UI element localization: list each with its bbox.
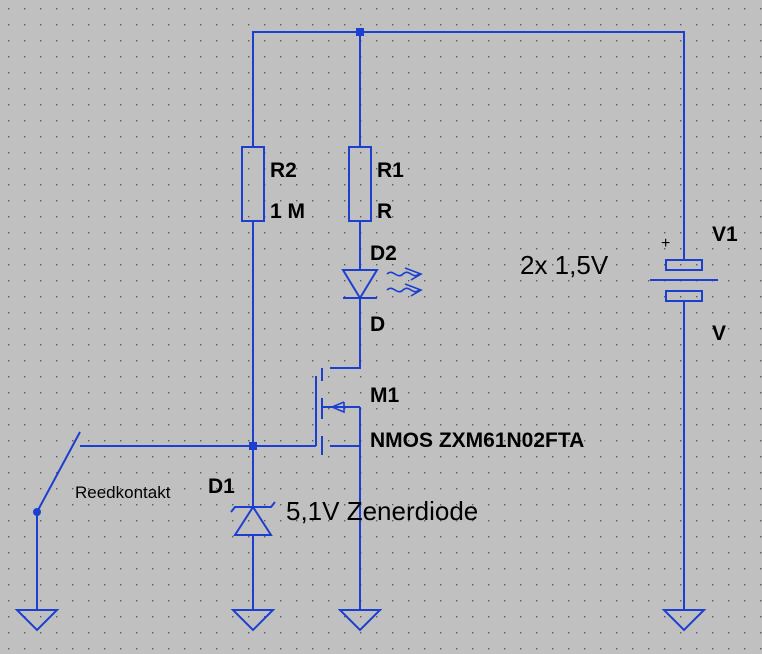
- d2-ref-label: D2: [370, 242, 397, 265]
- d1-ref-label: D1: [208, 475, 235, 498]
- v1-comment-label: 2x 1,5V: [520, 250, 609, 280]
- light-emission-icon: [386, 267, 423, 297]
- battery-v1[interactable]: [650, 240, 718, 305]
- junction-dot-icon: [356, 28, 364, 36]
- ground-icon: [14, 609, 60, 632]
- ground-icon: [337, 609, 383, 632]
- r2-ref-label: R2: [270, 159, 297, 182]
- r1-ref-label: R1: [377, 159, 404, 182]
- reed-switch-label: Reedkontakt: [75, 483, 171, 502]
- ground-icon: [661, 609, 707, 632]
- d1-value-label: 5,1V Zenerdiode: [286, 496, 478, 526]
- ground-icon: [230, 609, 276, 632]
- wire-network: [36, 31, 685, 610]
- zener-diode-d1[interactable]: [230, 501, 276, 536]
- resistor-r1[interactable]: [348, 146, 372, 222]
- junction-dot-icon: [249, 442, 257, 450]
- r2-value-label: 1 M: [270, 200, 305, 223]
- d2-value-label: D: [370, 313, 385, 336]
- battery-plus-sign: +: [661, 235, 670, 252]
- v1-ref-label: V1: [712, 223, 738, 246]
- r1-value-label: R: [377, 200, 392, 223]
- m1-ref-label: M1: [370, 384, 399, 407]
- v1-value-label: V: [712, 322, 726, 345]
- m1-value-label: NMOS ZXM61N02FTA: [370, 429, 584, 452]
- resistor-r2[interactable]: [241, 146, 265, 222]
- reed-switch[interactable]: [33, 431, 81, 516]
- nmos-m1[interactable]: [315, 368, 360, 455]
- led-d2[interactable]: [341, 269, 379, 300]
